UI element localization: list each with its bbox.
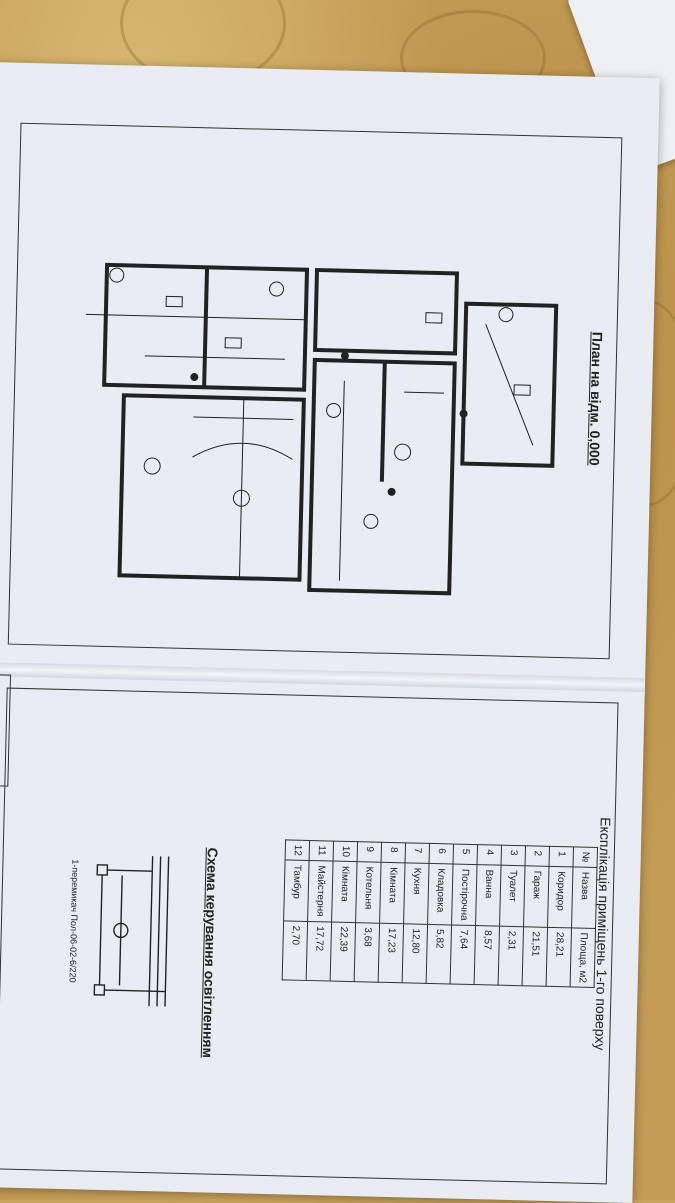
cell: 21,51 [522,926,548,987]
cell: Туалет [499,865,526,927]
cell: 17,72 [306,921,332,982]
cell: 7,64 [450,924,476,985]
cell: 8,57 [474,925,500,986]
cell: Котельня [355,861,382,924]
drawing-sheet: План на відм. 0,000 [0,62,660,1203]
header-cell: № [573,846,598,868]
cell: 5,82 [426,924,452,985]
cell: 8 [381,842,406,863]
cell: Кладовка [427,863,454,925]
lighting-scheme-drawing [93,856,170,1007]
paper-fold [0,661,646,693]
cell: 10 [333,841,358,862]
cell: Кімната [331,861,358,923]
cell: 1 [549,846,574,868]
cell: 22,39 [330,921,356,982]
cell: 17,23 [378,923,404,984]
cell: Постірочна [451,864,478,926]
cell: 2 [525,845,550,867]
cell: Ванна [475,864,502,927]
cell: Кімната [379,862,406,924]
cell: 2,31 [498,926,524,987]
cell: 12 [285,839,310,861]
cell: 11 [309,840,334,862]
cell: Майстерня [307,860,334,922]
table-header-row: № Назва Площа, м2 [570,846,598,988]
cell: 6 [429,843,454,865]
cell: 3 [501,845,526,866]
cell: 2,70 [282,920,308,981]
header-cell: Назва [571,867,597,929]
cell: 12,80 [402,923,428,984]
cell: Коридор [547,866,574,928]
cell: 7 [405,842,430,864]
floor-plan-drawing [85,262,559,596]
cell: 9 [357,841,382,863]
cell: Гараж [523,865,550,928]
cell: Кухня [403,862,430,925]
cell: Тамбур [283,860,310,922]
cell: 3,68 [354,922,380,983]
cell: 5 [453,844,478,865]
header-cell: Площа, м2 [570,927,596,988]
cell: 4 [477,844,502,866]
cell: 28,21 [546,927,572,988]
plan-title: План на відм. 0,000 [586,331,606,466]
